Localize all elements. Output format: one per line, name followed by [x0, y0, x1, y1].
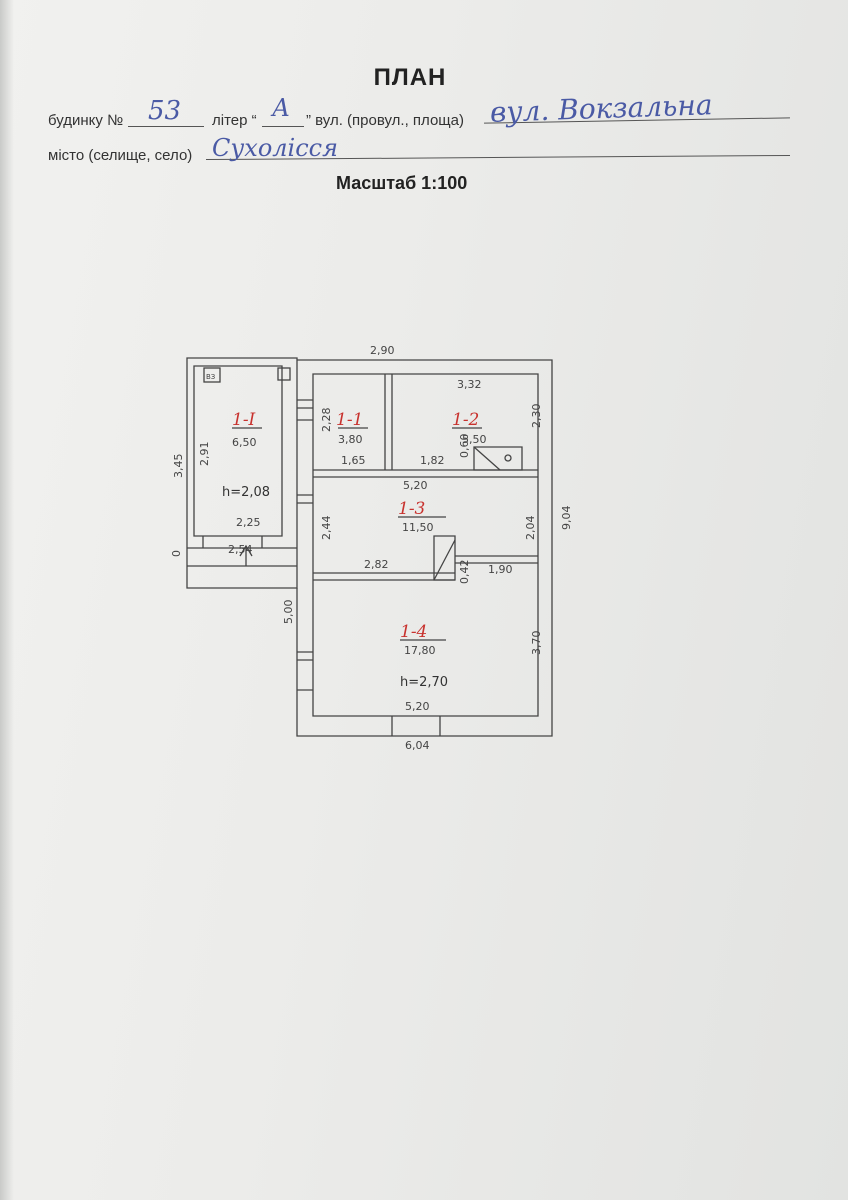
liter-label: літер “	[212, 112, 257, 129]
room-1-2-area: 5,50	[462, 433, 487, 446]
stove-box	[473, 446, 523, 471]
room-1i-area: 6,50	[232, 436, 257, 449]
porch-outer-wall	[186, 357, 298, 589]
dim-niche-small: 0,60	[458, 434, 471, 459]
porch-height: h=2,08	[222, 485, 270, 500]
liter-value: А	[272, 94, 291, 122]
wall-corridor-room4-right	[455, 555, 538, 564]
dim-porch-inner: 2,91	[198, 442, 211, 467]
scale-label: Масштаб 1:100	[336, 173, 468, 193]
room-1-2-number: 1-2	[452, 410, 479, 430]
room-1-4-area: 17,80	[404, 644, 436, 657]
dim-left-porch: 3,45	[172, 454, 185, 479]
main-outer-wall	[296, 359, 553, 737]
dim-porch-step: 0	[170, 550, 183, 557]
stairs-box	[433, 535, 456, 581]
room-1-3-number: 1-3	[398, 499, 425, 519]
dim-left-lower: 5,00	[282, 600, 295, 625]
room-1-3-area: 11,50	[402, 521, 434, 534]
house-label: будинку №	[48, 112, 124, 129]
main-inner-wall	[312, 373, 539, 717]
corner-box-right	[277, 367, 291, 381]
window-room4-bottom	[391, 716, 441, 736]
window-room4	[297, 651, 313, 691]
street-label: ” вул. (провул., площа)	[306, 112, 464, 129]
dim-room4-height: 3,70	[530, 631, 543, 656]
dim-porch-width: 2,25	[236, 516, 261, 529]
room-1-4-number: 1-4	[400, 622, 427, 642]
dim-room2-bottom: 1,82	[420, 454, 445, 467]
dim-room1-width: 1,65	[341, 454, 366, 467]
stove-diagonal	[473, 446, 501, 471]
window-corridor	[297, 494, 313, 504]
stove-circle	[504, 454, 512, 462]
dim-corridor-left: 2,44	[320, 516, 333, 541]
page-title: ПЛАН	[373, 64, 447, 91]
dim-porch-outer: 2,54	[228, 543, 253, 556]
city-value: Сухолісся	[212, 134, 338, 162]
dim-room2-width: 3,32	[457, 378, 482, 391]
room-1-1-area: 3,80	[338, 433, 363, 446]
dim-right-segment: 1,90	[488, 563, 513, 576]
wall-rooms-corridor	[313, 469, 538, 478]
corner-box-left	[203, 367, 221, 383]
room-1-1-number: 1-1	[336, 410, 363, 430]
house-number-line	[128, 126, 204, 127]
window-room1	[297, 399, 313, 421]
dim-corridor-right: 2,04	[524, 516, 537, 541]
liter-line	[262, 126, 304, 127]
dim-corridor-bottom: 2,82	[364, 558, 389, 571]
main-height: h=2,70	[400, 675, 448, 690]
porch-step-posts	[202, 536, 263, 548]
wall-corridor-room4-left	[313, 572, 455, 581]
porch-inner-wall	[193, 365, 283, 537]
wall-room1-room2	[384, 374, 393, 470]
room-1i-number: 1-I	[232, 410, 256, 430]
dim-corridor-width: 5,20	[403, 479, 428, 492]
dim-room4-width: 5,20	[405, 700, 430, 713]
dim-right-upper: 2,30	[530, 404, 543, 429]
stairs-diagonal	[433, 539, 456, 581]
dim-room1-height: 2,28	[320, 408, 333, 433]
dim-bottom-total: 6,04	[405, 739, 430, 752]
house-number-value: 53	[148, 96, 182, 126]
dim-right-total: 9,04	[560, 506, 573, 531]
city-label: місто (селище, село)	[48, 147, 193, 164]
corner-box-label: ВЗ	[206, 373, 216, 381]
dim-wall-small: 0,42	[458, 560, 471, 585]
dim-top-total: 2,90	[370, 344, 395, 357]
entry-arrow	[239, 544, 253, 566]
page-edge-shadow	[0, 0, 14, 1200]
